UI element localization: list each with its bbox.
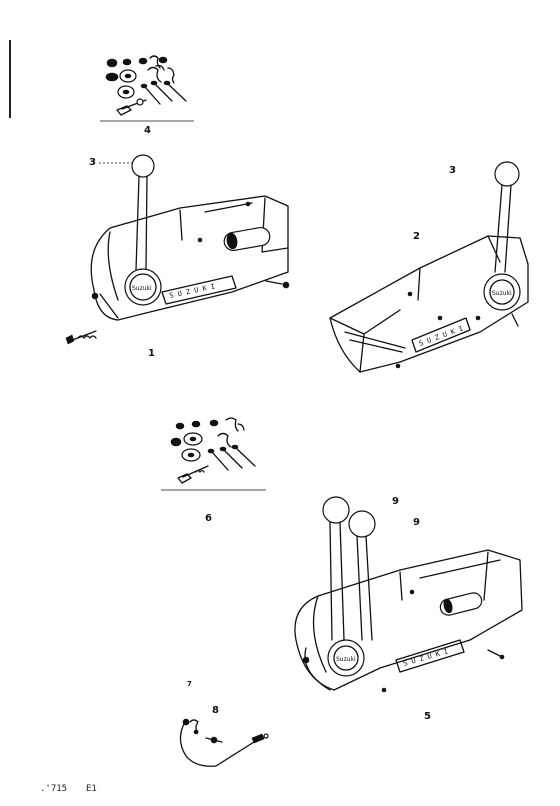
callout-3-left: 3 bbox=[89, 157, 96, 168]
callout-5: 5 bbox=[424, 711, 431, 722]
hardware-kit-6 bbox=[161, 417, 266, 491]
switch-harness-8 bbox=[179, 718, 269, 767]
callout-9-upper: 9 bbox=[392, 496, 399, 507]
callout-7: 7 bbox=[187, 680, 192, 688]
callout-8: 8 bbox=[212, 705, 219, 716]
footer-code-right: E1 bbox=[86, 784, 97, 794]
remote-control-box-5: Suzuki S U Z U K I bbox=[294, 496, 523, 693]
remote-control-box-1: Suzuki S U Z U K I bbox=[65, 154, 290, 345]
callout-9-lower: 9 bbox=[413, 517, 420, 528]
svg-text:Suzuki: Suzuki bbox=[132, 285, 152, 292]
svg-text:Suzuki: Suzuki bbox=[492, 290, 512, 297]
callout-1: 1 bbox=[148, 348, 155, 359]
callout-3-right: 3 bbox=[449, 165, 456, 176]
hardware-kit-4 bbox=[100, 55, 194, 122]
footer-code-left: .'715 bbox=[40, 784, 68, 794]
callout-4: 4 bbox=[144, 125, 151, 136]
remote-control-box-2: Suzuki S U Z U K I bbox=[329, 161, 529, 373]
svg-text:Suzuki: Suzuki bbox=[336, 656, 356, 663]
callout-2: 2 bbox=[413, 231, 420, 242]
callout-6: 6 bbox=[205, 513, 212, 524]
